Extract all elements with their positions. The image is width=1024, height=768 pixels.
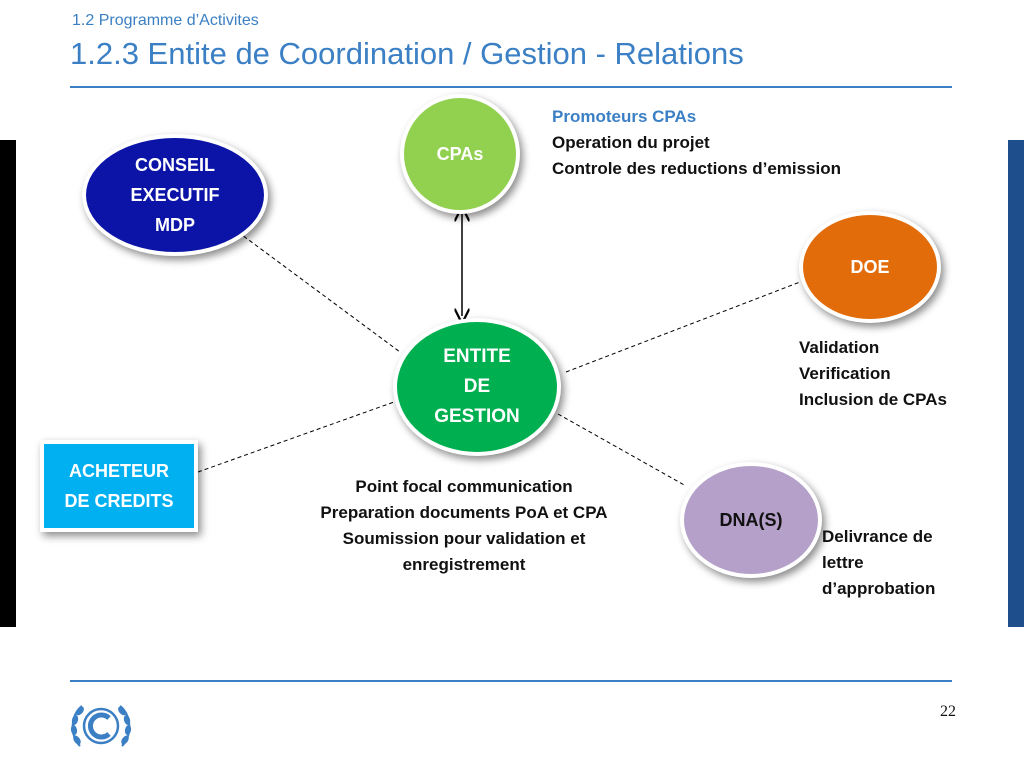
node-acheteur-line-1: ACHETEUR — [68, 461, 169, 481]
footer-divider — [70, 680, 952, 682]
annotation-doe-line-1: Validation — [799, 338, 880, 357]
annotation-entite-line-3: Soumission pour validation et — [342, 529, 586, 548]
annotation-doe: Validation Verification Inclusion de CPA… — [799, 335, 947, 413]
annotation-entite-line-2: Preparation documents PoA et CPA — [320, 503, 608, 522]
node-acheteur-line-2: DE CREDITS — [64, 491, 174, 511]
page-number: 22 — [940, 703, 956, 720]
node-entite-de-gestion: ENTITE DE GESTION — [393, 318, 561, 456]
node-cpas: CPAs — [400, 94, 520, 214]
node-conseil-line-1: CONSEIL — [134, 155, 215, 175]
connector-conseil-entite — [237, 231, 401, 353]
annotation-entite: Point focal communication Preparation do… — [290, 474, 638, 578]
node-conseil-executif: CONSEIL EXECUTIF MDP — [82, 134, 268, 256]
annotation-cpas-line-1: Operation du projet — [552, 133, 710, 152]
section-subtitle: 1.2 Programme d’Activites — [72, 12, 259, 29]
annotation-cpas: Promoteurs CPAs Operation du projet Cont… — [552, 104, 841, 182]
annotation-cpas-line-2: Controle des reductions d’emission — [552, 159, 842, 178]
annotation-entite-line-1: Point focal communication — [355, 477, 573, 496]
node-cpas-label: CPAs — [436, 144, 484, 164]
connector-dna-entite — [557, 413, 687, 487]
node-doe: DOE — [799, 211, 941, 323]
node-doe-label: DOE — [850, 257, 890, 277]
annotation-dna-line-1: Delivrance de — [822, 527, 933, 546]
annotation-entite-line-4: enregistrement — [402, 555, 526, 574]
header-divider — [70, 86, 952, 88]
node-entite-line-2: DE — [463, 376, 491, 397]
left-side-bar — [0, 140, 16, 627]
node-conseil-line-3: MDP — [154, 215, 195, 235]
connector-acheteur-entite — [197, 401, 395, 473]
annotation-doe-line-3: Inclusion de CPAs — [799, 390, 947, 409]
right-side-bar — [1008, 140, 1024, 627]
node-acheteur-de-credits: ACHETEUR DE CREDITS — [40, 440, 198, 532]
annotation-dna-line-3: d’approbation — [822, 579, 936, 598]
node-entite-line-3: GESTION — [434, 406, 520, 427]
unfccc-logo-icon — [70, 705, 132, 747]
node-dna: DNA(S) — [680, 462, 822, 578]
annotation-dna-line-2: lettre — [822, 553, 864, 572]
annotation-dna: Delivrance de lettre d’approbation — [822, 524, 972, 602]
connector-doe-entite — [565, 281, 801, 373]
page-title: 1.2.3 Entite de Coordination / Gestion -… — [70, 36, 744, 71]
node-dna-label: DNA(S) — [719, 510, 783, 530]
annotation-doe-line-2: Verification — [799, 364, 891, 383]
node-conseil-line-2: EXECUTIF — [130, 185, 220, 205]
annotation-cpas-heading: Promoteurs CPAs — [552, 107, 697, 126]
node-entite-line-1: ENTITE — [443, 346, 511, 367]
